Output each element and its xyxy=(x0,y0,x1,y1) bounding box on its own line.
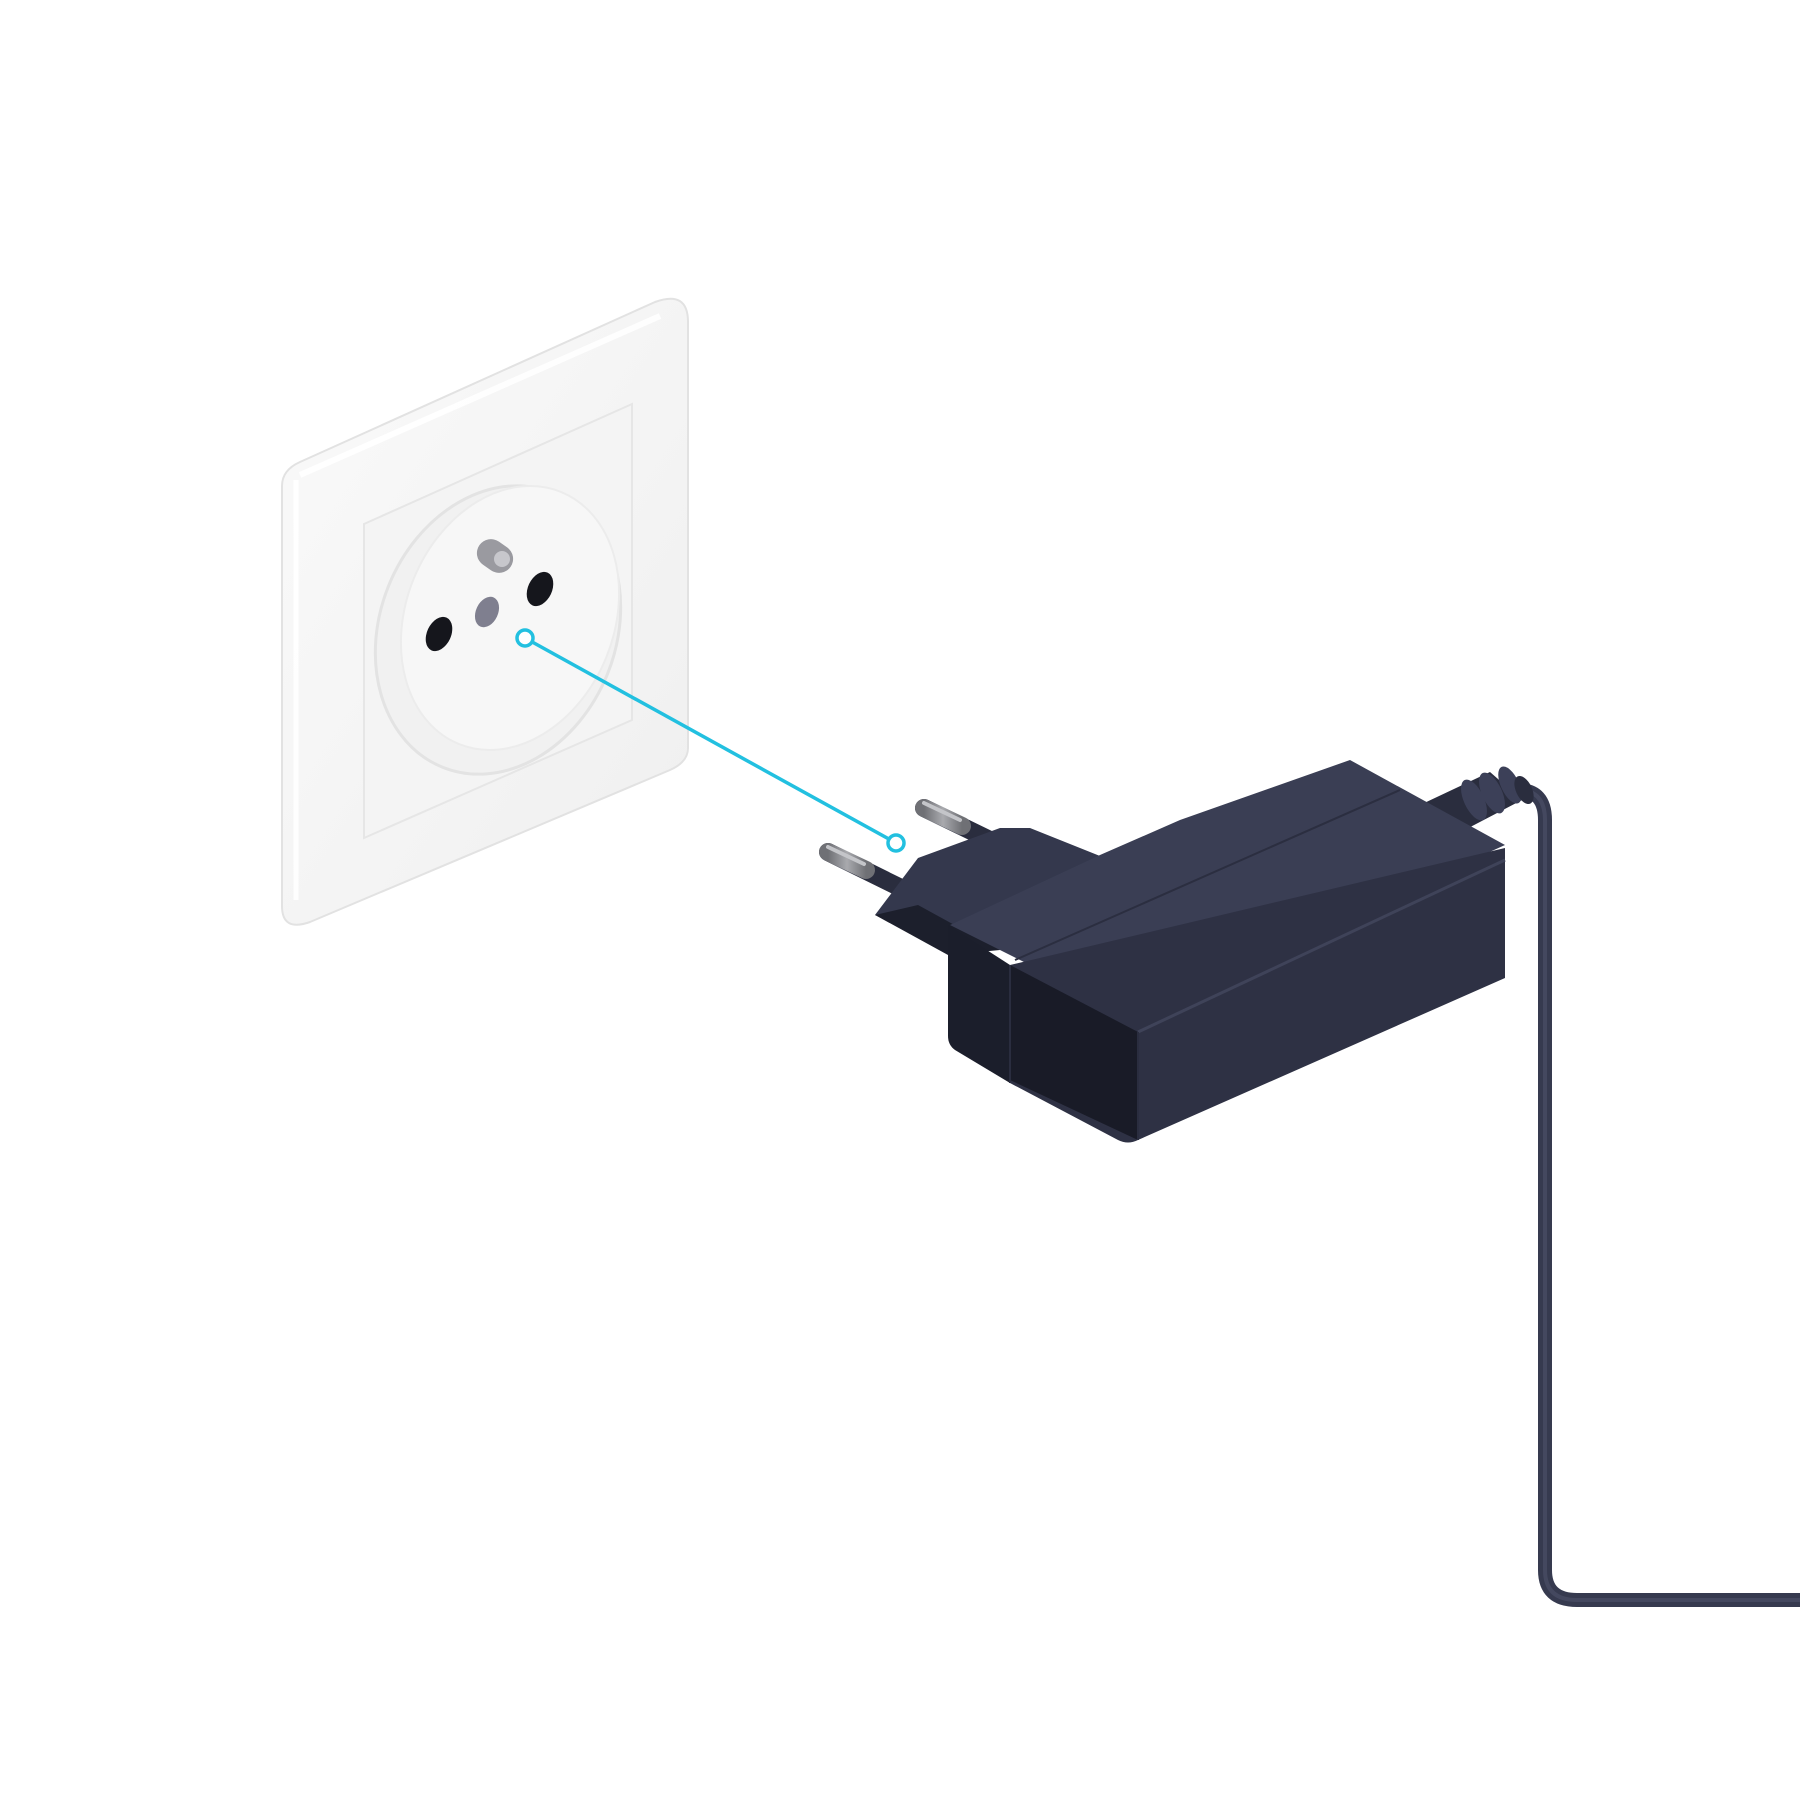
guide-line xyxy=(524,636,897,845)
socket-hole-left xyxy=(425,616,453,652)
connection-guide xyxy=(515,628,906,853)
power-cable xyxy=(1511,783,1800,1607)
earth-pin xyxy=(476,539,514,573)
power-adapter xyxy=(875,760,1506,1143)
socket-hole-right xyxy=(526,571,554,607)
socket-center-hole xyxy=(474,596,500,628)
wall-outlet xyxy=(281,297,689,926)
prong-bottom xyxy=(819,843,914,899)
guide-marker-plug xyxy=(886,833,906,853)
guide-marker-outlet xyxy=(515,628,535,648)
adapter-side-face xyxy=(948,925,1010,1083)
